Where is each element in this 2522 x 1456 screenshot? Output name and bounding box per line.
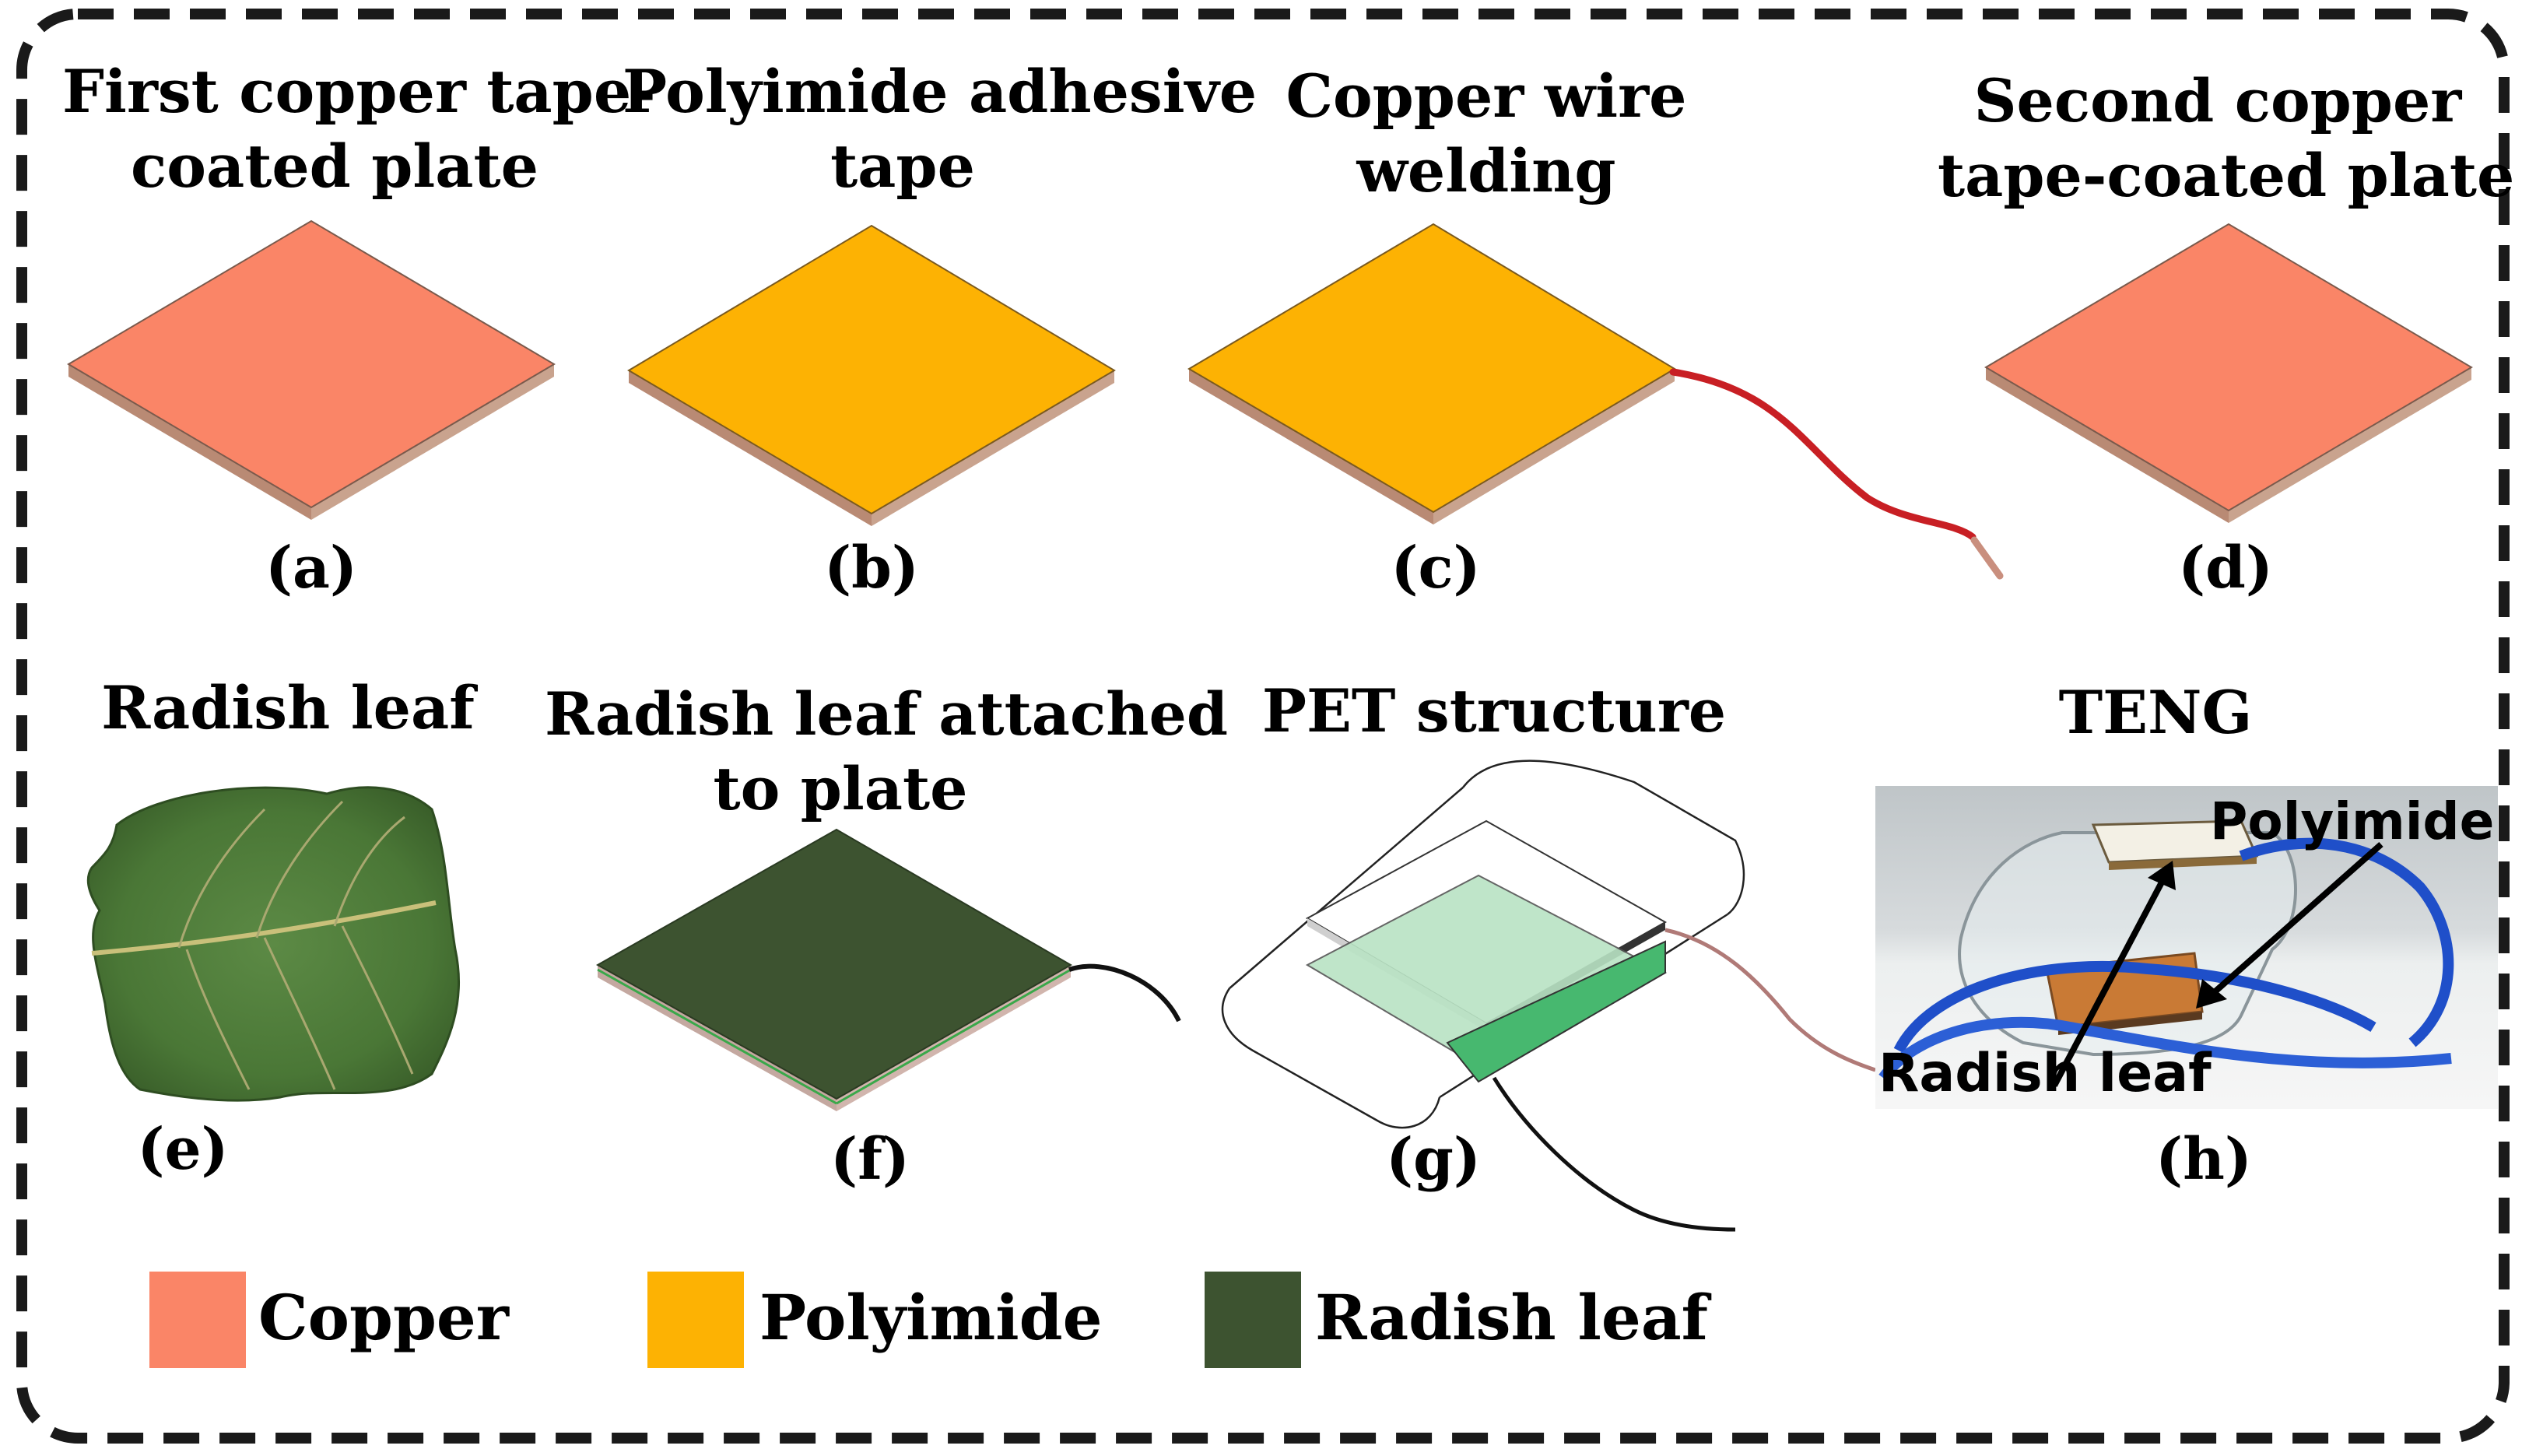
panel-d-title-line2: tape-coated plate (1938, 141, 2515, 210)
copper-wire-red (1669, 368, 1977, 541)
legend-swatch-copper (149, 1272, 246, 1368)
panel-b-label: (b) (824, 535, 919, 602)
photo-label-radish-leaf: Radish leaf (1878, 1043, 2212, 1104)
panel-e-title-line1: Radish leaf (101, 673, 475, 742)
panel-e-label: (e) (137, 1116, 229, 1183)
panel-c-title-line1: Copper wire (1286, 61, 1687, 131)
panel-f-title-line1: Radish leaf attached (545, 679, 1229, 749)
panel-f-title: Radish leaf attached to plate (545, 677, 1229, 826)
photo-label-polyimide: Polyimide (2210, 791, 2495, 851)
panel-b-title-line2: tape (830, 132, 975, 201)
panel-d-title-line1: Second copper (1973, 66, 2462, 135)
panel-f-title-line2: to plate (713, 754, 968, 823)
panel-h-title-line1: TENG (2058, 678, 2253, 747)
panel-e-title: Radish leaf (86, 671, 490, 746)
panel-c-title-line2: welding (1356, 136, 1616, 205)
panel-a-label: (a) (265, 535, 357, 602)
panel-c-label: (c) (1391, 535, 1481, 602)
panel-g-title-line1: PET structure (1261, 676, 1727, 746)
panel-b-title-line1: Polyimide adhesive (623, 57, 1257, 126)
panel-g-title: PET structure (1261, 674, 1728, 749)
panel-a-title: First copper tape- coated plate (62, 54, 656, 204)
panel-d-title: Second copper tape-coated plate (1938, 64, 2515, 213)
legend-label-polyimide: Polyimide (759, 1281, 1103, 1354)
panel-g-label: (g) (1386, 1126, 1481, 1193)
panel-h-label: (h) (2155, 1126, 2252, 1193)
panel-a-title-line2: coated plate (131, 132, 538, 201)
panel-d-label: (d) (2178, 535, 2273, 602)
wire-tip-c (1970, 536, 2004, 580)
legend-swatch-polyimide (647, 1272, 744, 1368)
panel-a-title-line1: First copper tape- (62, 57, 656, 126)
panel-b-title: Polyimide adhesive tape (623, 54, 1257, 204)
panel-f-label: (f) (830, 1126, 910, 1193)
legend-swatch-radish-leaf (1205, 1272, 1301, 1368)
black-wire-f (1068, 963, 1181, 1023)
legend-label-radish-leaf: Radish leaf (1315, 1281, 1709, 1354)
legend-label-copper: Copper (258, 1281, 509, 1354)
panel-h-title: TENG (2039, 675, 2272, 750)
panel-c-title: Copper wire welding (1229, 59, 1743, 209)
